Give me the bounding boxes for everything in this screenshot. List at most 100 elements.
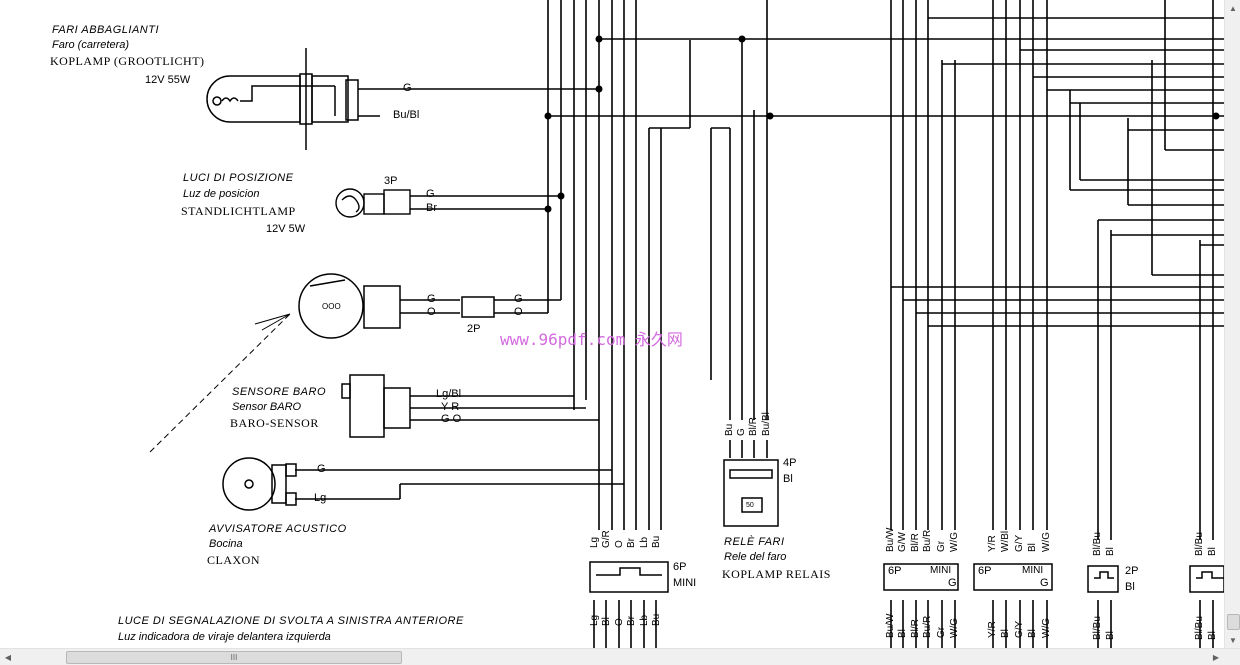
wire-label: Y/R [987, 621, 998, 638]
vertical-scrollbar[interactable]: ▲ ▼ [1224, 0, 1240, 648]
headlamp-label-it: FARI ABBAGLIANTI [52, 24, 160, 36]
connector-mini: MINI [930, 565, 952, 576]
connector-b [973, 563, 1053, 591]
wire-label: Bl/Bu [1194, 532, 1205, 556]
wire-label: Br [426, 202, 437, 214]
position-label-nl: STANDLICHTLAMP [181, 204, 296, 218]
connector-g: G [1040, 577, 1049, 589]
connector-sub: MINI [673, 577, 697, 589]
wire-label: G/R [601, 530, 612, 548]
wire-label: W/G [949, 532, 960, 552]
wire-label: Gr [936, 540, 947, 552]
position-label-it: LUCI DI POSIZIONE [183, 172, 294, 184]
relay-box [723, 459, 779, 527]
wire-label: G [317, 463, 326, 475]
connector-label: 6P [888, 565, 902, 577]
connector-label: 2P [1125, 565, 1139, 577]
wire-label: Lb [639, 536, 650, 548]
wire-label: Bl [1027, 629, 1038, 638]
wire-label: G [403, 82, 412, 94]
scroll-up-icon[interactable]: ▲ [1229, 3, 1237, 13]
wire-label: Bu [724, 423, 735, 436]
wire-label: Bl/R [910, 533, 921, 552]
connector-color: Bl [1125, 581, 1135, 593]
wire-label: Bl [1207, 631, 1218, 640]
horn-icon [222, 457, 297, 511]
wire-label: W/G [1041, 618, 1052, 638]
wire-label: G [514, 293, 523, 305]
baro-label-it: SENSORE BARO [232, 386, 327, 398]
wire-label: Bu/R [922, 615, 933, 638]
horn-label-nl: CLAXON [207, 553, 260, 567]
wire-label: Bu [651, 535, 662, 548]
wiring-lines: O O O [149, 0, 1224, 648]
relay-color: Bl [783, 473, 793, 485]
wire-label: Lg [589, 536, 600, 548]
relay-label-es: Rele del faro [724, 551, 787, 563]
wire-label: Bu/Bl [393, 109, 420, 121]
horn-label-es: Bocina [209, 538, 243, 550]
wire-label: O [614, 618, 625, 626]
wire-label: Bl [1105, 631, 1116, 640]
connector-c [1087, 565, 1119, 593]
position-label-es: Luz de posicion [183, 188, 260, 200]
turn-lamp-icon: OOO [298, 273, 495, 339]
wire-label: Bl/Bu [1092, 532, 1103, 556]
relay-label-nl: KOPLAMP RELAIS [722, 567, 831, 581]
front-turn-label-es: Luz indicadora de viraje delantera izqui… [118, 631, 331, 643]
wire-label: Bl/Bu [1194, 616, 1205, 640]
relay-label-it: RELÈ FARI [724, 536, 785, 548]
connector-label: 6P [978, 565, 992, 577]
front-turn-label-it: LUCE DI SEGNALAZIONE DI SVOLTA A SINISTR… [118, 615, 464, 627]
wire-label: Lb [639, 614, 650, 626]
wire-label: Bu/R [922, 529, 933, 552]
wire-label: Lg/Bl [436, 388, 462, 400]
watermark: www.96pdf.com 永久网 [500, 330, 683, 349]
headlamp-label-nl: KOPLAMP (GROOTLICHT) [50, 54, 205, 68]
connector-g: G [948, 577, 957, 589]
svg-text:OOO: OOO [322, 302, 341, 311]
wire-label: W/G [949, 618, 960, 638]
wire-label: Bl/R [748, 417, 759, 436]
wire-label: Lg [314, 492, 327, 504]
scroll-down-icon[interactable]: ▼ [1229, 635, 1237, 645]
wire-label: Bl/Bu [1092, 616, 1103, 640]
wire-label: Bu/Bl [761, 412, 772, 436]
wire-label: O [427, 306, 436, 318]
wire-label: Y R [441, 401, 460, 413]
wire-label: Gr [936, 626, 947, 638]
wire-label: Bl [601, 617, 612, 626]
wire-label: Bl [897, 629, 908, 638]
wire-label: Br [626, 538, 637, 548]
connector-label: 6P [673, 561, 687, 573]
horizontal-scroll-thumb[interactable]: III [66, 651, 402, 664]
connector-a [883, 563, 959, 591]
wire-label: Bl [1105, 547, 1116, 556]
wire-label: Br [626, 616, 637, 626]
horizontal-scrollbar[interactable]: ◀ III ▶ [0, 648, 1240, 665]
connector-6p-mini [589, 561, 669, 593]
position-rating: 12V 5W [266, 223, 306, 235]
horn-label-it: AVVISATORE ACUSTICO [209, 523, 347, 535]
turn-connector: 2P [467, 323, 481, 335]
wire-label: G/W [897, 532, 908, 552]
scroll-right-icon[interactable]: ▶ [1212, 652, 1220, 662]
wire-label: Bu [651, 613, 662, 626]
wire-label: Bl/R [910, 619, 921, 638]
position-bulb-icon [335, 188, 411, 218]
wire-label: Bl [1207, 547, 1218, 556]
headlamp-bulb-icon [206, 48, 380, 150]
scroll-left-icon[interactable]: ◀ [4, 652, 12, 662]
wire-label: O [514, 306, 523, 318]
headlamp-rating: 12V 55W [145, 74, 191, 86]
wire-label: G O [441, 413, 462, 425]
wire-label: G/Y [1014, 534, 1025, 552]
wire-label: G [427, 293, 436, 305]
vertical-scroll-thumb[interactable] [1227, 614, 1240, 630]
wire-label: Lg [589, 614, 600, 626]
wire-label: Bl [1000, 629, 1011, 638]
wiring-diagram: OOO FARI ABBAGLIANTI Faro (carretera) KO… [50, 0, 1224, 648]
connector-d [1189, 565, 1224, 593]
relay-connector: 4P [783, 457, 797, 469]
wire-label: W/Bl [1000, 530, 1011, 552]
